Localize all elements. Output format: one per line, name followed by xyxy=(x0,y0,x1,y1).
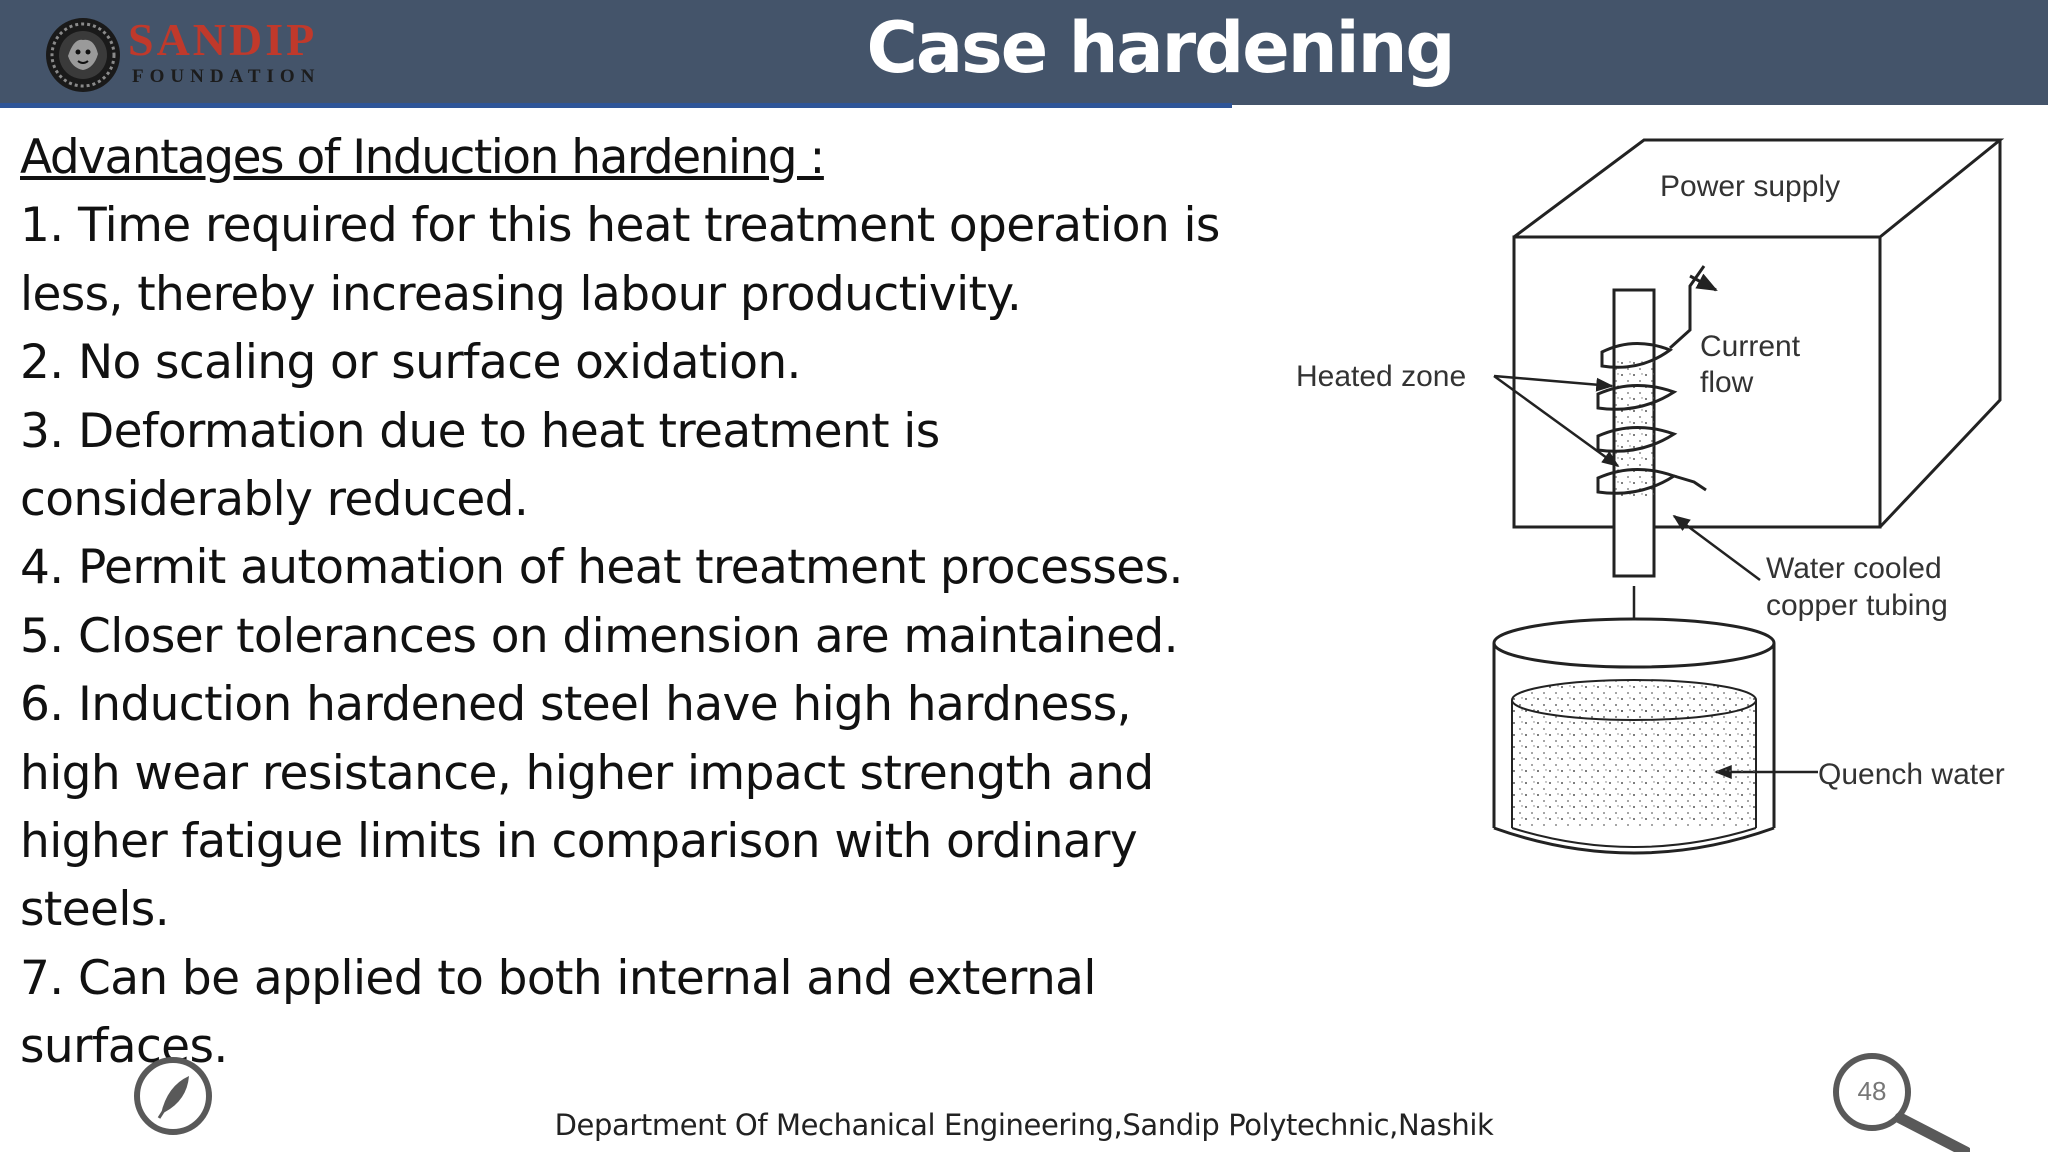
title-underline xyxy=(0,103,1232,108)
title-bar xyxy=(0,0,2048,105)
list-line: higher fatigue limits in comparison with… xyxy=(20,814,1138,870)
label-current: Current xyxy=(1700,330,1801,363)
induction-hardening-diagram: Power supply Current flow Heated zone Wa… xyxy=(1296,138,2005,855)
leaf-icon xyxy=(134,1057,212,1135)
list-line: high wear resistance, higher impact stre… xyxy=(20,745,1154,801)
label-copper-tubing: copper tubing xyxy=(1766,589,1948,622)
list-line: 1. Time required for this heat treatment… xyxy=(20,198,1220,254)
magnifier-icon xyxy=(1833,1053,1970,1152)
lion-emblem-icon xyxy=(46,18,120,92)
advantages-heading: Advantages of Induction hardening : xyxy=(20,130,825,185)
induction-coil xyxy=(1596,265,1718,578)
list-line: 3. Deformation due to heat treatment is xyxy=(20,403,940,459)
page-number: 48 xyxy=(1857,1076,1887,1106)
logo-name: SANDIP xyxy=(128,14,318,65)
quench-tank xyxy=(1492,617,1776,855)
logo-subtitle: FOUNDATION xyxy=(132,66,321,87)
list-line: 6. Induction hardened steel have high ha… xyxy=(20,677,1132,733)
label-water-cooled: Water cooled xyxy=(1766,552,1942,585)
label-heated-zone: Heated zone xyxy=(1296,360,1466,393)
list-line: 5. Closer tolerances on dimension are ma… xyxy=(20,608,1179,664)
list-line: 7. Can be applied to both internal and e… xyxy=(20,950,1096,1006)
power-supply-box xyxy=(1512,138,2005,529)
footer-department: Department Of Mechanical Engineering,San… xyxy=(554,1108,1494,1142)
list-line: steels. xyxy=(20,882,170,938)
label-quench-water: Quench water xyxy=(1818,758,2005,791)
list-line: less, thereby increasing labour producti… xyxy=(20,266,1022,322)
slide-title: Case hardening processes xyxy=(866,7,1455,181)
advantages-list: Advantages of Induction hardening : 1. T… xyxy=(20,124,1240,1082)
label-flow: flow xyxy=(1700,366,1754,399)
list-line: considerably reduced. xyxy=(20,472,529,528)
list-line: 2. No scaling or surface oxidation. xyxy=(20,335,802,391)
list-line: 4. Permit automation of heat treatment p… xyxy=(20,540,1183,596)
label-power-supply: Power supply xyxy=(1660,170,1840,203)
sandip-logo: SANDIP FOUNDATION xyxy=(44,14,354,94)
